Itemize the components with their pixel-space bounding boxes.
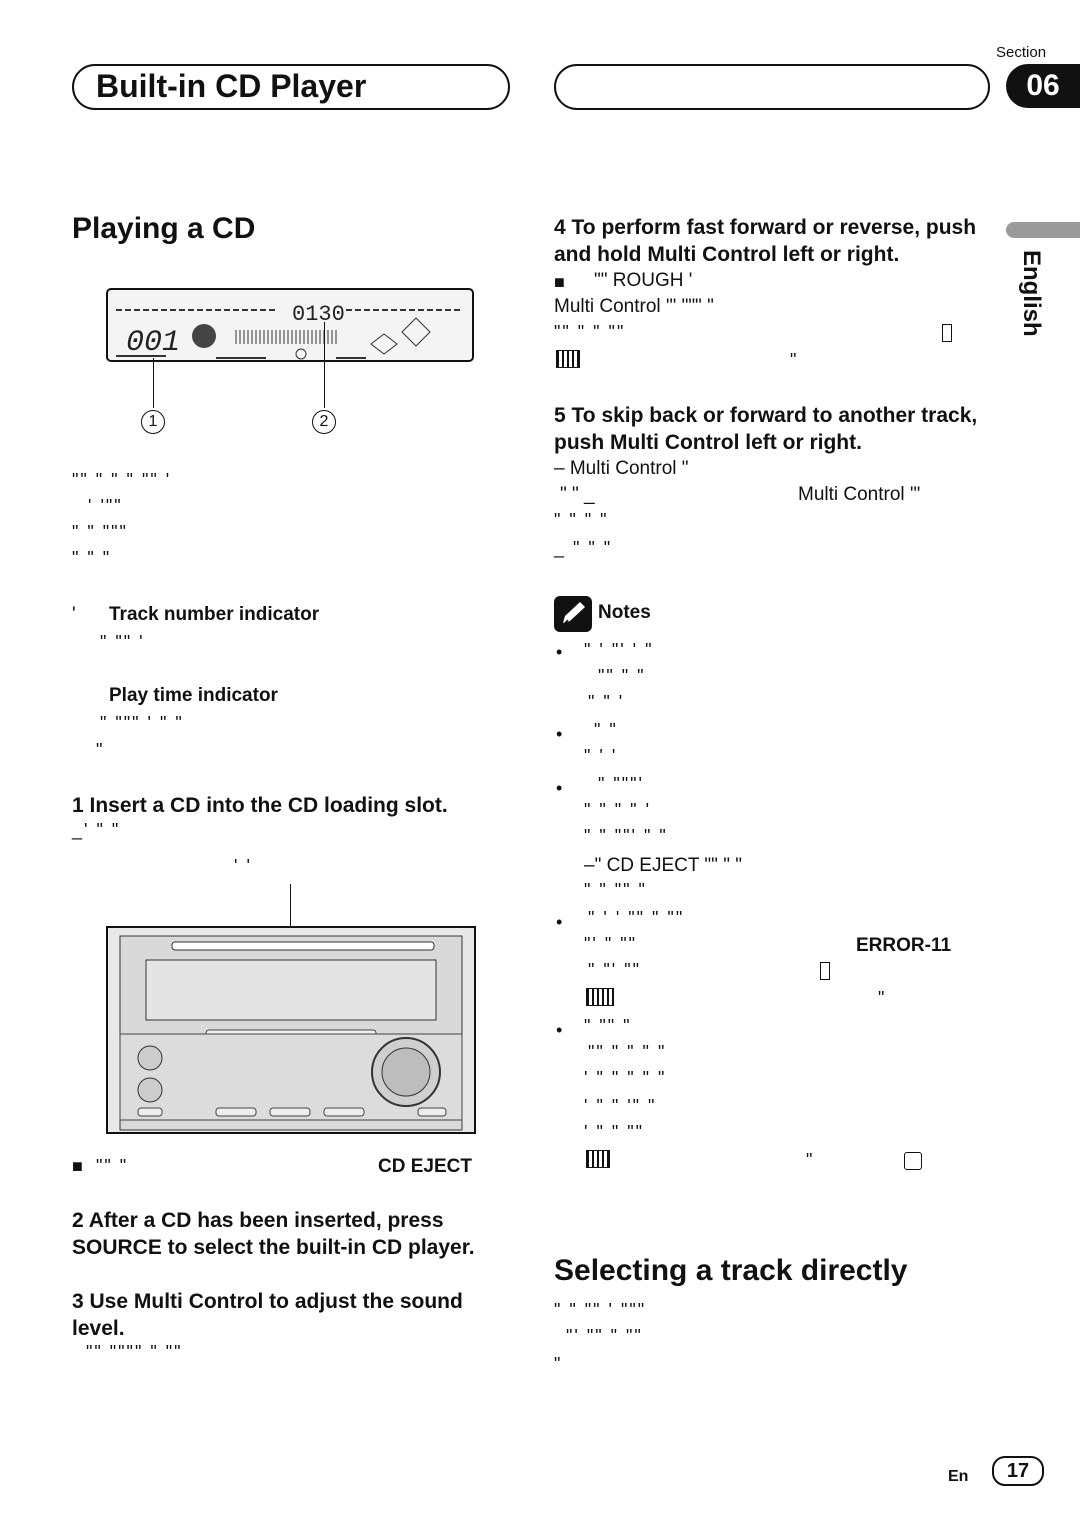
lcd-track: 001	[126, 326, 180, 360]
intro-line-2: ' '""	[88, 496, 123, 516]
callout-2-body: " """ ' " "	[100, 713, 184, 733]
step-4-line-4: "	[790, 350, 799, 370]
step-4: 4 To perform fast forward or reverse, pu…	[554, 216, 977, 266]
note-bullet-2: •	[556, 724, 563, 744]
display-segment-icon-2	[586, 988, 614, 1006]
pencil-note-icon	[554, 596, 592, 632]
step-1-sub2: ' '	[234, 856, 252, 876]
callout-1-body: " "" '	[100, 632, 145, 652]
step-5-line-2b: Multi Control '"	[798, 484, 921, 505]
note-bullet-4: •	[556, 912, 563, 932]
head-unit-svg	[106, 926, 476, 1134]
note-3-line-4: –" CD EJECT "" " "	[584, 855, 742, 876]
callout-2-body2: "	[96, 740, 105, 760]
note-bullet-1: •	[556, 642, 563, 662]
intro-line-3: " " """	[72, 522, 128, 542]
step-4-bullet: ■	[554, 272, 565, 292]
lcd-time: 0130	[292, 302, 345, 327]
callout-1-marker: '	[72, 604, 76, 625]
callout-marker-2: 2	[312, 410, 336, 434]
step-1: 1 Insert a CD into the CD loading slot.	[72, 794, 448, 817]
note-4-line-1: " ' ' "" " ""	[588, 908, 685, 928]
note-3-line-1: " """'	[598, 774, 644, 794]
note-2-line-2: " ' '	[584, 746, 618, 766]
select-line-1: " " "" ' """	[554, 1300, 647, 1320]
step-4-line-3: "" " " ""	[554, 322, 626, 342]
note-5-line-5: ' " " ""	[584, 1122, 644, 1142]
step-3: 3 Use Multi Control to adjust the sound …	[72, 1290, 463, 1340]
title-pill	[72, 64, 510, 110]
end-mark-icon	[904, 1152, 922, 1170]
note-5-line-4: ' " " '" "	[584, 1096, 657, 1116]
heading-playing-cd: Playing a CD	[72, 212, 256, 245]
note-bullet-3: •	[556, 778, 563, 798]
note-1-line-3: " " '	[588, 692, 625, 712]
callout-1-title: Track number indicator	[109, 604, 320, 625]
callout-line-2	[324, 322, 325, 408]
callout-marker-1: 1	[141, 410, 165, 434]
note-5-end: "	[806, 1150, 815, 1170]
error-code: ERROR-11	[856, 935, 952, 956]
note-3-line-2: " " " " '	[584, 800, 651, 820]
note-4-line-2: "' " ""	[584, 934, 637, 954]
slot-callout-line	[290, 884, 291, 940]
step-2: 2 After a CD has been inserted, press SO…	[72, 1209, 475, 1259]
head-unit-illustration	[106, 926, 478, 1141]
note-1-line-2: "" " "	[598, 666, 646, 686]
header-blank-pill	[554, 64, 990, 110]
step-1-sub: _' " "	[72, 820, 121, 840]
note-4-end: "	[878, 988, 887, 1008]
display-segment-icon	[556, 350, 580, 368]
language-label: English	[1018, 250, 1045, 337]
bracket-icon-2	[820, 962, 830, 980]
step-3-sub: "" """" " ""	[86, 1342, 183, 1362]
section-label: Section	[996, 44, 1047, 61]
note-3-line-5: " " "" "	[584, 880, 647, 900]
intro-line-4: " " "	[72, 548, 112, 568]
select-line-2: "' "" " ""	[566, 1326, 643, 1346]
step-5-line-4: _ " " "	[554, 538, 613, 558]
note-2-line-1: " "	[594, 720, 618, 740]
note-3-line-3: " " ""' " "	[584, 826, 668, 846]
step-5: 5 To skip back or forward to another tra…	[554, 404, 978, 454]
notes-title: Notes	[598, 602, 651, 623]
callout-line-1	[153, 358, 154, 408]
step-5-line-3: " " " "	[554, 510, 609, 530]
page-number: 17	[992, 1456, 1044, 1486]
note-1-line-1: " ' "' ' "	[584, 640, 654, 660]
note-bullet-5: •	[556, 1020, 563, 1040]
pencil-svg	[563, 602, 585, 625]
device-note-cd-eject: CD EJECT	[378, 1156, 472, 1177]
step-4-line-1: "" ROUGH '	[594, 270, 693, 291]
step-4-line-2: Multi Control '" """ "	[554, 296, 714, 317]
step-5-line-2: " " _	[560, 484, 595, 505]
device-note-bullet: ■	[72, 1156, 83, 1176]
page-title: Built-in CD Player	[96, 68, 367, 104]
display-segment-icon-3	[586, 1150, 610, 1168]
language-tab	[1006, 222, 1080, 238]
note-5-line-2: "" " " " "	[588, 1042, 667, 1062]
heading-selecting-track: Selecting a track directly	[554, 1254, 908, 1287]
bracket-icon	[942, 324, 952, 342]
device-note-prefix: "" "	[96, 1156, 129, 1176]
section-number: 06	[1006, 64, 1080, 108]
language-code: En	[948, 1468, 969, 1485]
select-line-3: "	[554, 1354, 563, 1374]
callout-2-title: Play time indicator	[109, 685, 278, 706]
lcd-display-illustration: 0130 001	[106, 288, 476, 369]
note-5-line-3: ' " " " " "	[584, 1068, 667, 1088]
note-4-line-3: " "' ""	[588, 960, 641, 980]
note-5-line-1: " "" "	[584, 1016, 632, 1036]
intro-line-1: "" " " " "" '	[72, 470, 172, 490]
step-5-line-1: – Multi Control "	[554, 458, 689, 479]
lcd-display-svg: 0130 001	[106, 288, 474, 362]
